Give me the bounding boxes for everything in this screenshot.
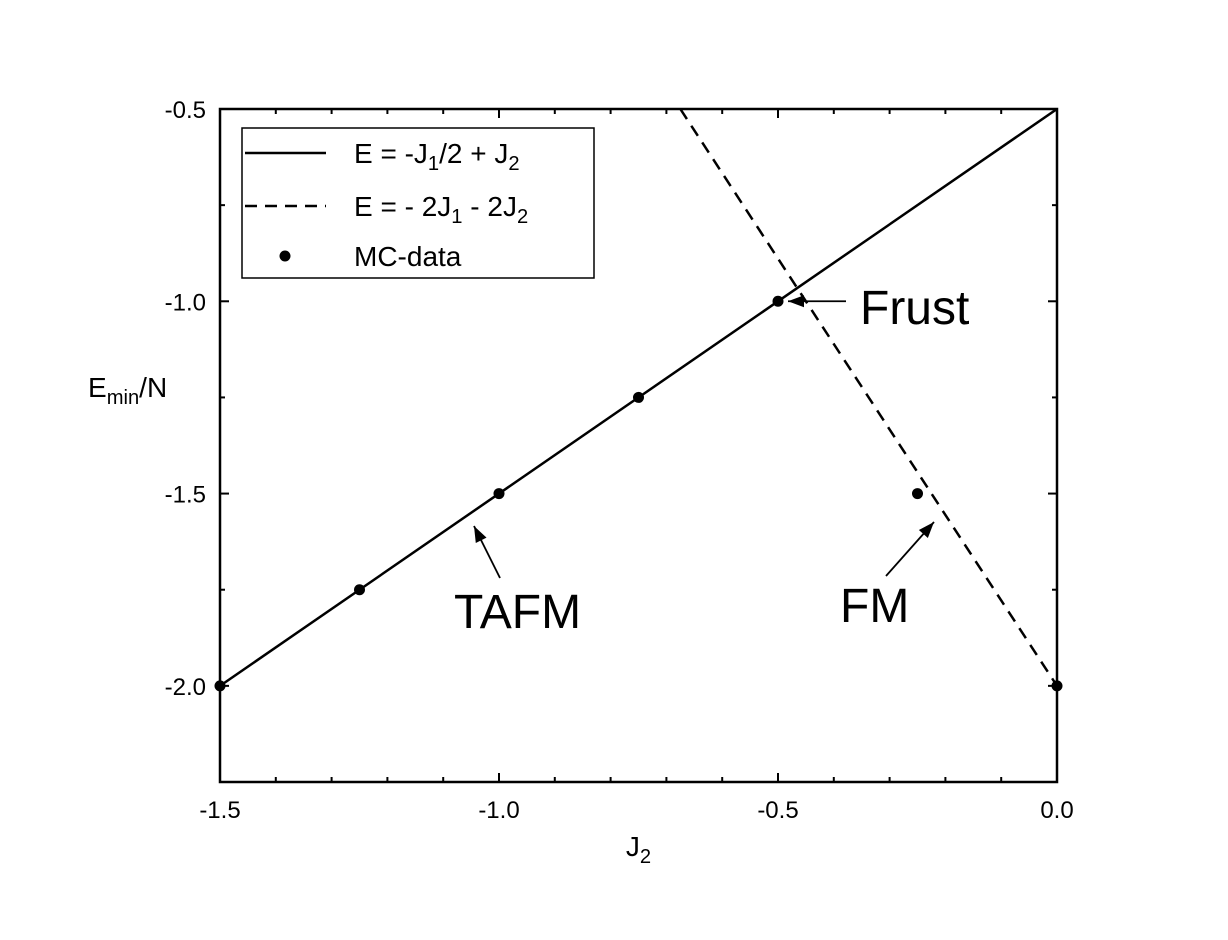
y-tick-label: -1.0: [165, 289, 206, 316]
legend-dot-swatch: [279, 250, 291, 262]
marker-layer: [214, 295, 1063, 692]
x-axis-title: J2: [626, 831, 651, 868]
tick-layer: [219, 108, 1058, 783]
frust-arrow-head: [788, 295, 804, 308]
tafm-arrow-head: [474, 526, 487, 543]
y-axis-title: Emin/N: [88, 372, 167, 409]
mc-data-point: [912, 488, 923, 500]
mc-data-point: [354, 584, 365, 596]
x-tick-label: -0.5: [757, 797, 798, 824]
tick-label-layer: -1.5 -1.0 -0.5 0.0 -0.5 -1.0 -1.5 -2.0: [165, 97, 1074, 824]
mc-data-point: [633, 391, 644, 403]
x-tick-label: 0.0: [1040, 797, 1073, 824]
mc-data-point: [493, 488, 505, 500]
y-tick-label: -0.5: [165, 97, 206, 124]
fm-label: FM: [840, 580, 909, 633]
axis-title-layer: J2 Emin/N: [88, 372, 651, 868]
legend-entry-label: E = - 2J1 - 2J2: [354, 191, 528, 228]
legend-entry-label: E = -J1/2 + J2: [354, 138, 520, 175]
y-tick-label: -1.5: [165, 482, 206, 509]
x-tick-label: -1.5: [199, 797, 240, 824]
fm-dashed-line: [679, 109, 1057, 687]
y-tick-label: -2.0: [165, 674, 206, 701]
mc-data-point: [772, 295, 784, 307]
x-tick-label: -1.0: [478, 797, 519, 824]
tafm-label: TAFM: [454, 586, 581, 639]
plot-frame: [218, 107, 1059, 784]
frust-label: Frust: [860, 282, 969, 335]
legend-entry-label: MC-data: [354, 241, 462, 272]
fm-arrow-head: [918, 522, 934, 538]
